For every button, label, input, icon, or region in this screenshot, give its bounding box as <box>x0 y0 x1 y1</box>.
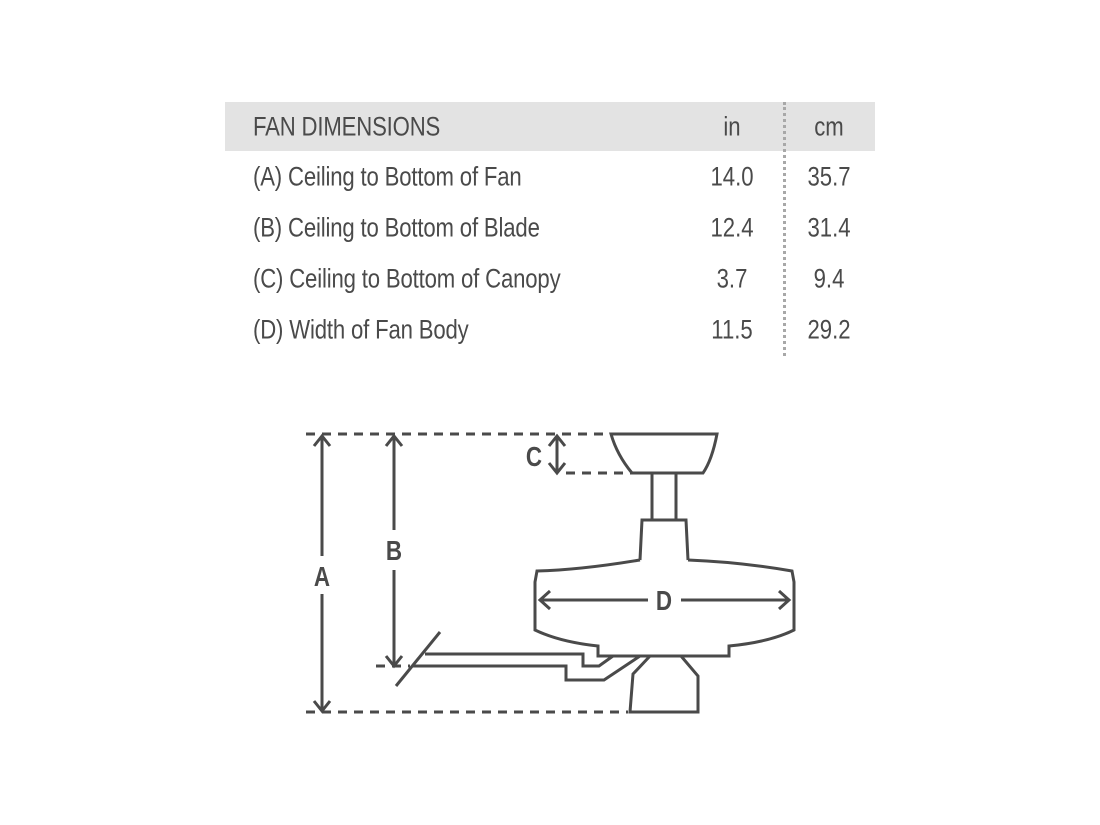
value-in: 11.5 <box>711 314 753 344</box>
value-cm: 9.4 <box>813 263 845 293</box>
arrow-a-down-icon <box>312 700 332 714</box>
value-in: 3.7 <box>716 263 748 293</box>
label-d: D <box>656 586 672 617</box>
blade-arm-bottom <box>413 654 641 682</box>
value-cm: 31.4 <box>807 212 851 242</box>
table-row: (D) Width of Fan Body 11.5 29.2 <box>225 304 875 355</box>
row-label: (A) Ceiling to Bottom of Fan <box>253 161 522 191</box>
label-c: C <box>526 442 542 473</box>
value-cm: 35.7 <box>807 161 851 191</box>
table-row: (C) Ceiling to Bottom of Canopy 3.7 9.4 <box>225 253 875 304</box>
column-divider <box>783 102 786 356</box>
canopy <box>609 432 719 475</box>
arrow-c-up-icon <box>547 433 567 447</box>
arrow-d-right-icon <box>777 589 792 611</box>
fan-body <box>533 558 796 658</box>
arrow-a-up-icon <box>312 433 332 447</box>
arrow-b-up-icon <box>384 433 404 447</box>
arrow-b-down-icon <box>384 655 404 669</box>
row-label: (D) Width of Fan Body <box>253 314 469 344</box>
value-cm: 29.2 <box>807 314 851 344</box>
value-in: 14.0 <box>710 161 754 191</box>
bottom-housing <box>628 654 700 714</box>
unit-cm-header: cm <box>814 111 844 141</box>
motor-collar <box>638 518 690 561</box>
arrow-c-down-icon <box>547 462 567 476</box>
table-title: FAN DIMENSIONS <box>253 111 441 141</box>
fan-dimensions-table: FAN DIMENSIONS in cm (A) Ceiling to Bott… <box>225 102 875 356</box>
blade-arm-top <box>425 652 614 668</box>
table-row: (A) Ceiling to Bottom of Fan 14.0 35.7 <box>225 151 875 202</box>
arrow-d-left-icon <box>537 589 552 611</box>
value-in: 12.4 <box>710 212 754 242</box>
row-label: (B) Ceiling to Bottom of Blade <box>253 212 540 242</box>
label-b: B <box>386 536 402 567</box>
unit-in-header: in <box>723 111 741 141</box>
table-row: (B) Ceiling to Bottom of Blade 12.4 31.4 <box>225 202 875 253</box>
row-label: (C) Ceiling to Bottom of Canopy <box>253 263 561 293</box>
blade-cut-mark <box>394 631 442 687</box>
label-a: A <box>314 562 330 593</box>
table-header: FAN DIMENSIONS in cm <box>225 102 875 151</box>
